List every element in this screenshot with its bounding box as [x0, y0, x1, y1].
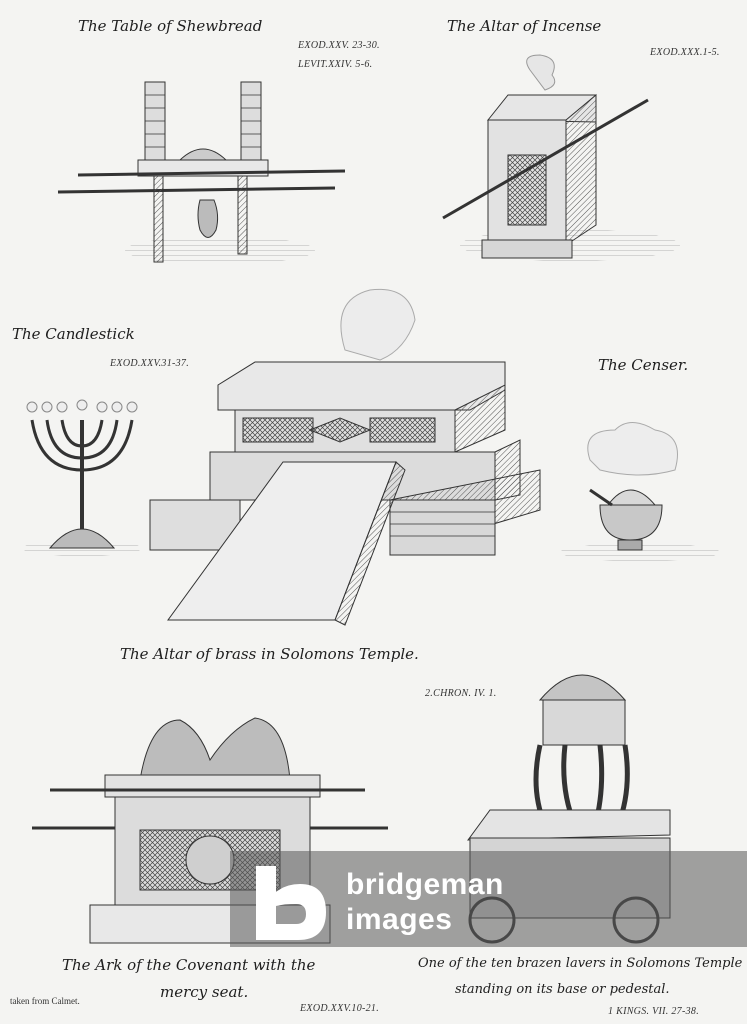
caption-ark-line2: mercy seat.: [160, 983, 249, 1001]
altar-of-brass-illustration: [149, 288, 541, 626]
caption-laver-line2: standing on its base or pedestal.: [455, 982, 670, 997]
caption-altar-of-brass: The Altar of brass in Solomons Temple.: [120, 645, 419, 663]
bridgeman-b-logo-icon: [256, 866, 326, 940]
caption-ark-line1: The Ark of the Covenant with the: [62, 956, 316, 974]
watermark-line1: bridgeman: [346, 868, 504, 901]
caption-candlestick: The Candlestick: [12, 325, 135, 343]
caption-censer: The Censer.: [598, 356, 689, 374]
watermark-line2: images: [346, 903, 453, 936]
ref-candlestick: EXOD.XXV.31-37.: [110, 358, 190, 369]
ref-altar-of-brass: 2.CHRON. IV. 1.: [425, 688, 497, 699]
caption-altar-of-incense: The Altar of Incense: [447, 17, 602, 35]
ref-shewbread-exodus: EXOD.XXV. 23-30.: [298, 40, 380, 51]
table-of-shewbread-illustration: [57, 81, 346, 264]
source-credit: taken from Calmet.: [10, 996, 80, 1006]
caption-laver-line1: One of the ten brazen lavers in Solomons…: [418, 956, 743, 971]
ref-shewbread-leviticus: LEVIT.XXIV. 5-6.: [298, 59, 373, 70]
ref-ark: EXOD.XXV.10-21.: [300, 1003, 380, 1014]
ark-of-covenant-illustration: [32, 717, 388, 944]
censer-illustration: [560, 422, 720, 561]
candlestick-illustration: [22, 399, 142, 556]
ref-laver: 1 KINGS. VII. 27-38.: [608, 1006, 699, 1017]
ref-incense: EXOD.XXX.1-5.: [650, 47, 720, 58]
altar-of-incense-illustration: [442, 54, 680, 261]
caption-table-of-shewbread: The Table of Shewbread: [78, 17, 263, 35]
